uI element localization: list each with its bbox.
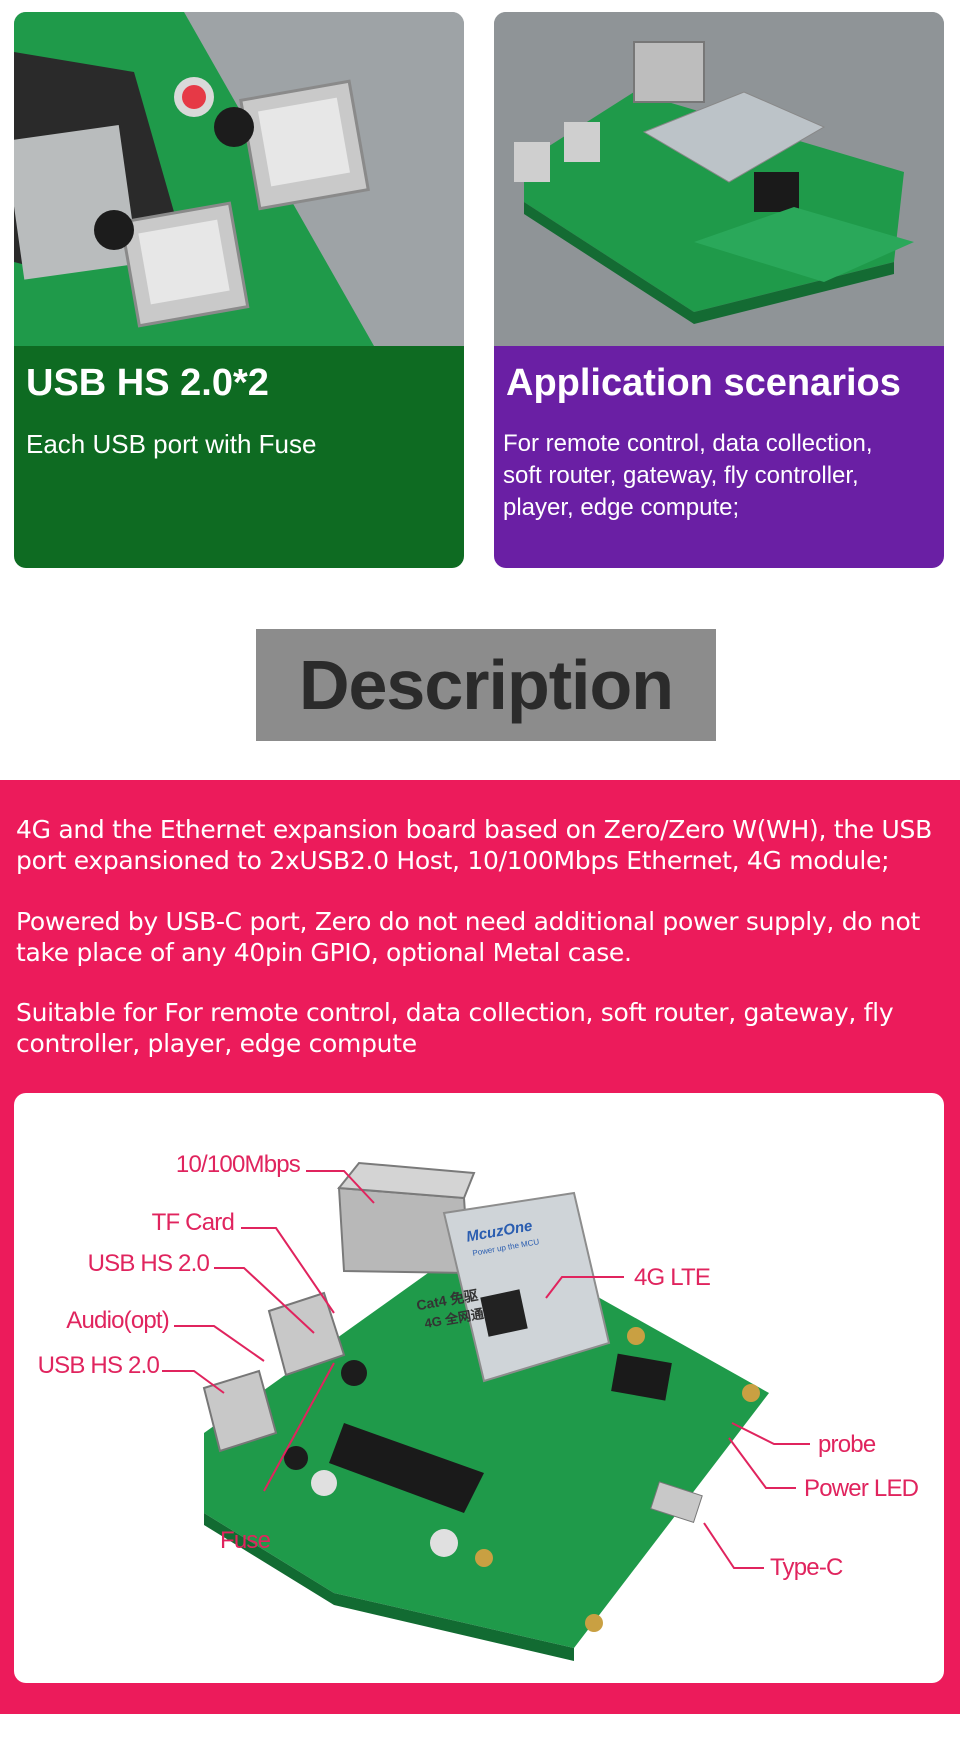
description-paragraph-1: 4G and the Ethernet expansion board base…: [16, 815, 932, 875]
application-panel: Application scenarios For remote control…: [494, 346, 944, 568]
description-paragraph-3: Suitable for For remote control, data co…: [16, 998, 894, 1058]
audio-label: Audio(opt): [66, 1307, 170, 1334]
board-diagram: 10/100Mbps TF Card USB HS 2.0 Audio(opt)…: [14, 1093, 944, 1683]
power-led-label: Power LED: [804, 1475, 919, 1502]
fuse-label: Fuse: [220, 1527, 271, 1554]
usb-feature-card: USB HS 2.0*2 Each USB port with Fuse: [14, 12, 464, 568]
description-heading-box: Description: [256, 629, 716, 741]
tf-card-label: TF Card: [151, 1209, 235, 1236]
description-heading: Description: [298, 646, 674, 724]
type-c-label: Type-C: [770, 1554, 843, 1581]
application-card: Application scenarios For remote control…: [494, 12, 944, 568]
lte-label: 4G LTE: [634, 1264, 711, 1291]
usb-feature-panel: USB HS 2.0*2 Each USB port with Fuse: [14, 346, 464, 568]
description-paragraph-2: Powered by USB-C port, Zero do not need …: [16, 907, 920, 967]
usb-ports-photo: [14, 12, 464, 346]
usb-feature-text: Each USB port with Fuse: [26, 429, 317, 459]
board-illustration: [162, 1161, 810, 1661]
usb-top-label: USB HS 2.0: [87, 1250, 210, 1277]
board-photo: [494, 12, 944, 346]
ethernet-label: 10/100Mbps: [175, 1151, 301, 1178]
usb-bottom-label: USB HS 2.0: [37, 1352, 160, 1379]
usb-feature-title: USB HS 2.0*2: [26, 362, 269, 404]
probe-label: probe: [818, 1431, 876, 1458]
application-title: Application scenarios: [506, 362, 901, 404]
application-text: For remote control, data collection, sof…: [503, 430, 873, 521]
